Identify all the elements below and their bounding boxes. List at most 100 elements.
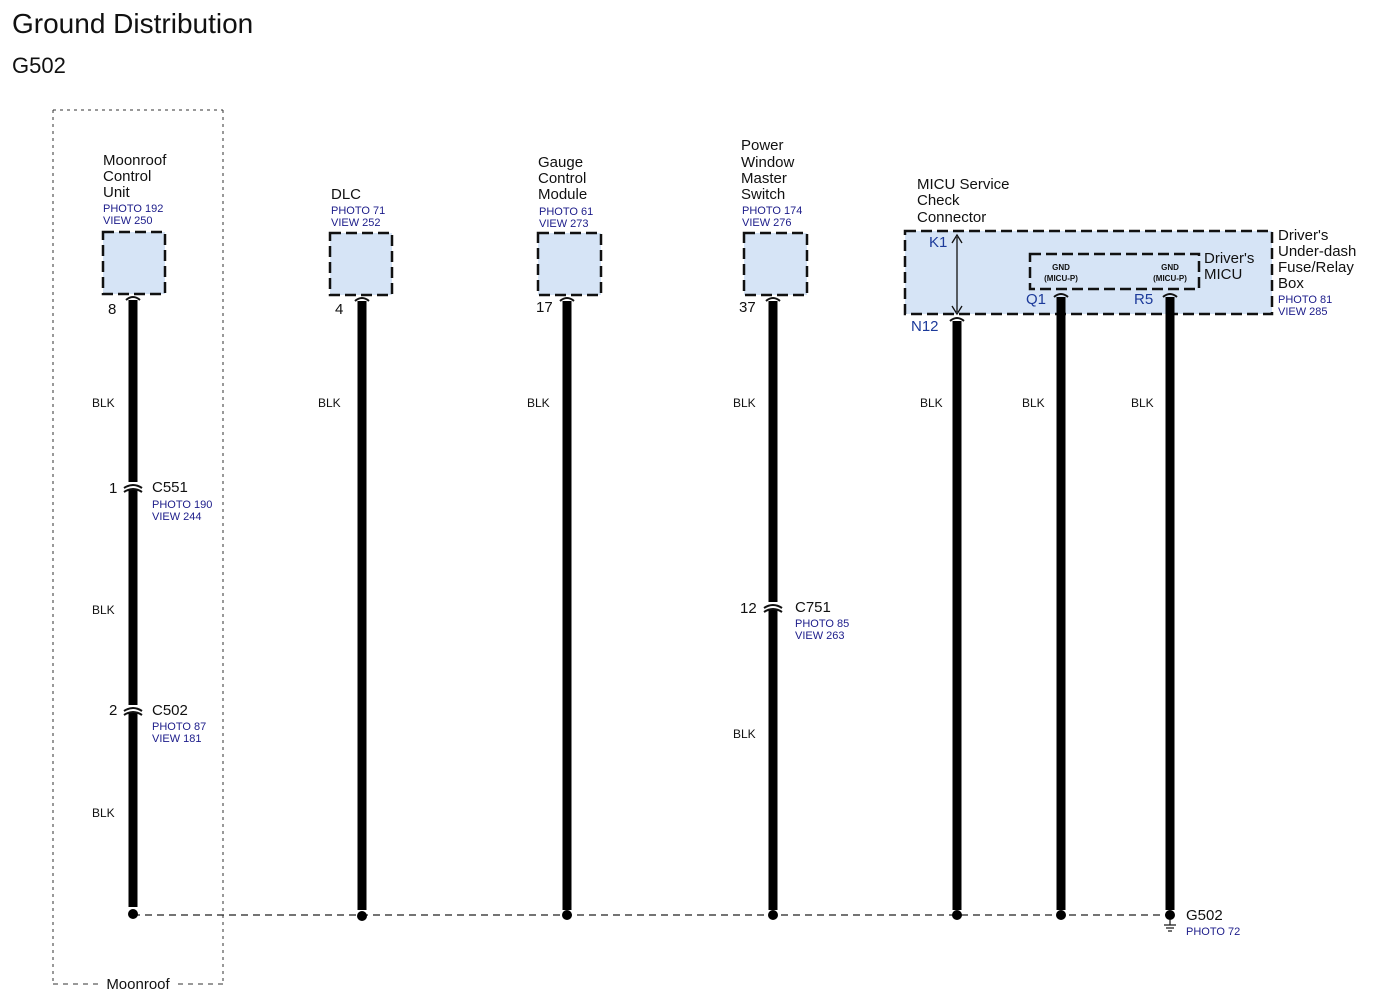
c502-pin: 2 xyxy=(109,702,117,719)
micu-service-name-line-2: Check xyxy=(917,192,960,209)
moonroof-wire-color-1: BLK xyxy=(92,396,115,410)
fuse-box-pin-r5: R5 xyxy=(1134,291,1153,308)
moonroof-component-box xyxy=(101,230,167,296)
gauge-view-ref: VIEW 273 xyxy=(539,218,589,230)
q1-wire-color: BLK xyxy=(1022,396,1045,410)
moonroof-region-label: Moonroof xyxy=(106,976,170,993)
q1-splice-point xyxy=(1056,910,1066,920)
power-window-name-line-2: Window xyxy=(741,154,795,171)
gauge-photo-ref: PHOTO 61 xyxy=(539,206,593,218)
dlc-pin: 4 xyxy=(335,301,343,318)
r5-wire-color: BLK xyxy=(1131,396,1154,410)
power-window-view-ref: VIEW 276 xyxy=(742,217,792,229)
c502-name: C502 xyxy=(152,702,188,719)
dlc-splice-point xyxy=(357,911,367,921)
fuse-box-pin-q1: Q1 xyxy=(1026,291,1046,308)
power-window-splice-point xyxy=(768,910,778,920)
c751-name: C751 xyxy=(795,599,831,616)
c751-pin: 12 xyxy=(740,600,757,617)
c551-pin: 1 xyxy=(109,480,117,497)
micu-service-name-line-3: Connector xyxy=(917,209,986,226)
gauge-name-line-3: Module xyxy=(538,186,587,203)
gauge-pin: 17 xyxy=(536,299,553,316)
gauge-component-box xyxy=(536,231,603,297)
moonroof-name-line-3: Unit xyxy=(103,184,131,201)
q1-terminal-mark xyxy=(1053,293,1069,298)
micu-gnd-label-q1: GND xyxy=(1052,263,1070,272)
fuse-box-view-ref: VIEW 285 xyxy=(1278,306,1328,318)
power-window-terminal-mark xyxy=(765,297,781,302)
micu-service-arrow-down xyxy=(951,305,963,316)
ground-g502: G502 PHOTO 72 xyxy=(1164,907,1240,938)
gauge-splice-point xyxy=(562,910,572,920)
moonroof-wire-color-2: BLK xyxy=(92,603,115,617)
c551-name: C551 xyxy=(152,479,188,496)
power-window-name-line-3: Master xyxy=(741,170,787,187)
fuse-box-name-line-1: Driver's xyxy=(1278,227,1328,244)
power-window-name-line-1: Power xyxy=(741,137,784,154)
power-window-component-box xyxy=(742,231,809,297)
micu-gnd-label-r5: GND xyxy=(1161,263,1179,272)
power-window-wire-color-2: BLK xyxy=(733,727,756,741)
ground-photo-ref: PHOTO 72 xyxy=(1186,926,1240,938)
fuse-box-photo-ref: PHOTO 81 xyxy=(1278,294,1332,306)
fuse-box-name-line-3: Fuse/Relay xyxy=(1278,259,1354,276)
page-subtitle: G502 xyxy=(12,53,66,78)
micu-service-arrow-up xyxy=(951,233,963,244)
dlc-view-ref: VIEW 252 xyxy=(331,217,381,229)
fuse-relay-box: Driver's Under-dash Fuse/Relay Box PHOTO… xyxy=(903,176,1356,335)
micu-name-line-2: MICU xyxy=(1204,266,1242,283)
n12-terminal-mark xyxy=(949,317,965,322)
gauge-wire-color: BLK xyxy=(527,396,550,410)
c502-photo-ref: PHOTO 87 xyxy=(152,721,206,733)
power-window-photo-ref: PHOTO 174 xyxy=(742,205,802,217)
r5-terminal-mark xyxy=(1162,293,1178,298)
gauge-name-line-1: Gauge xyxy=(538,154,583,171)
dlc-terminal-mark xyxy=(354,297,370,302)
gauge-control-module: Gauge Control Module PHOTO 61 VIEW 273 1… xyxy=(536,154,603,316)
connector-c551: 1 C551 PHOTO 190 VIEW 244 xyxy=(109,479,212,523)
n12-wire-color: BLK xyxy=(920,396,943,410)
moonroof-view-ref: VIEW 250 xyxy=(103,215,153,227)
micu-service-pin-n12: N12 xyxy=(911,318,939,335)
c502-view-ref: VIEW 181 xyxy=(152,733,202,745)
dlc-wire-color: BLK xyxy=(318,396,341,410)
moonroof-terminal-mark xyxy=(125,296,141,301)
fuse-box-name-line-4: Box xyxy=(1278,275,1304,292)
micu-service-name-line-1: MICU Service xyxy=(917,176,1010,193)
micu-gnd-sub-r5: (MICU-P) xyxy=(1153,274,1187,283)
power-window-name-line-4: Switch xyxy=(741,186,785,203)
dlc-component: DLC PHOTO 71 VIEW 252 4 xyxy=(328,186,394,318)
ground-name: G502 xyxy=(1186,907,1223,924)
ground-point-dot xyxy=(1165,910,1175,920)
dlc-name: DLC xyxy=(331,186,361,203)
connector-c751: 12 C751 PHOTO 85 VIEW 263 xyxy=(740,599,849,642)
page-title: Ground Distribution xyxy=(12,8,253,39)
gauge-terminal-mark xyxy=(559,297,575,302)
connector-c502: 2 C502 PHOTO 87 VIEW 181 xyxy=(109,702,206,745)
moonroof-pin: 8 xyxy=(108,301,116,318)
micu-service-pin-k1: K1 xyxy=(929,234,947,251)
dlc-component-box xyxy=(328,231,394,297)
moonroof-name-line-1: Moonroof xyxy=(103,152,167,169)
moonroof-region: Moonroof xyxy=(52,109,224,993)
gauge-name-line-2: Control xyxy=(538,170,586,187)
micu-inner-box xyxy=(1028,252,1201,291)
moonroof-splice-point xyxy=(128,909,138,919)
c551-view-ref: VIEW 244 xyxy=(152,511,202,523)
c751-view-ref: VIEW 263 xyxy=(795,630,845,642)
power-window-master-switch: Power Window Master Switch PHOTO 174 VIE… xyxy=(739,137,809,316)
n12-splice-point xyxy=(952,910,962,920)
fuse-box-name-line-2: Under-dash xyxy=(1278,243,1356,260)
dlc-photo-ref: PHOTO 71 xyxy=(331,205,385,217)
power-window-pin: 37 xyxy=(739,299,756,316)
micu-name-line-1: Driver's xyxy=(1204,250,1254,267)
moonroof-photo-ref: PHOTO 192 xyxy=(103,203,163,215)
moonroof-wire-color-3: BLK xyxy=(92,806,115,820)
moonroof-control-unit: Moonroof Control Unit PHOTO 192 VIEW 250… xyxy=(101,152,167,318)
micu-gnd-sub-q1: (MICU-P) xyxy=(1044,274,1078,283)
moonroof-name-line-2: Control xyxy=(103,168,151,185)
c551-photo-ref: PHOTO 190 xyxy=(152,499,212,511)
c751-photo-ref: PHOTO 85 xyxy=(795,618,849,630)
